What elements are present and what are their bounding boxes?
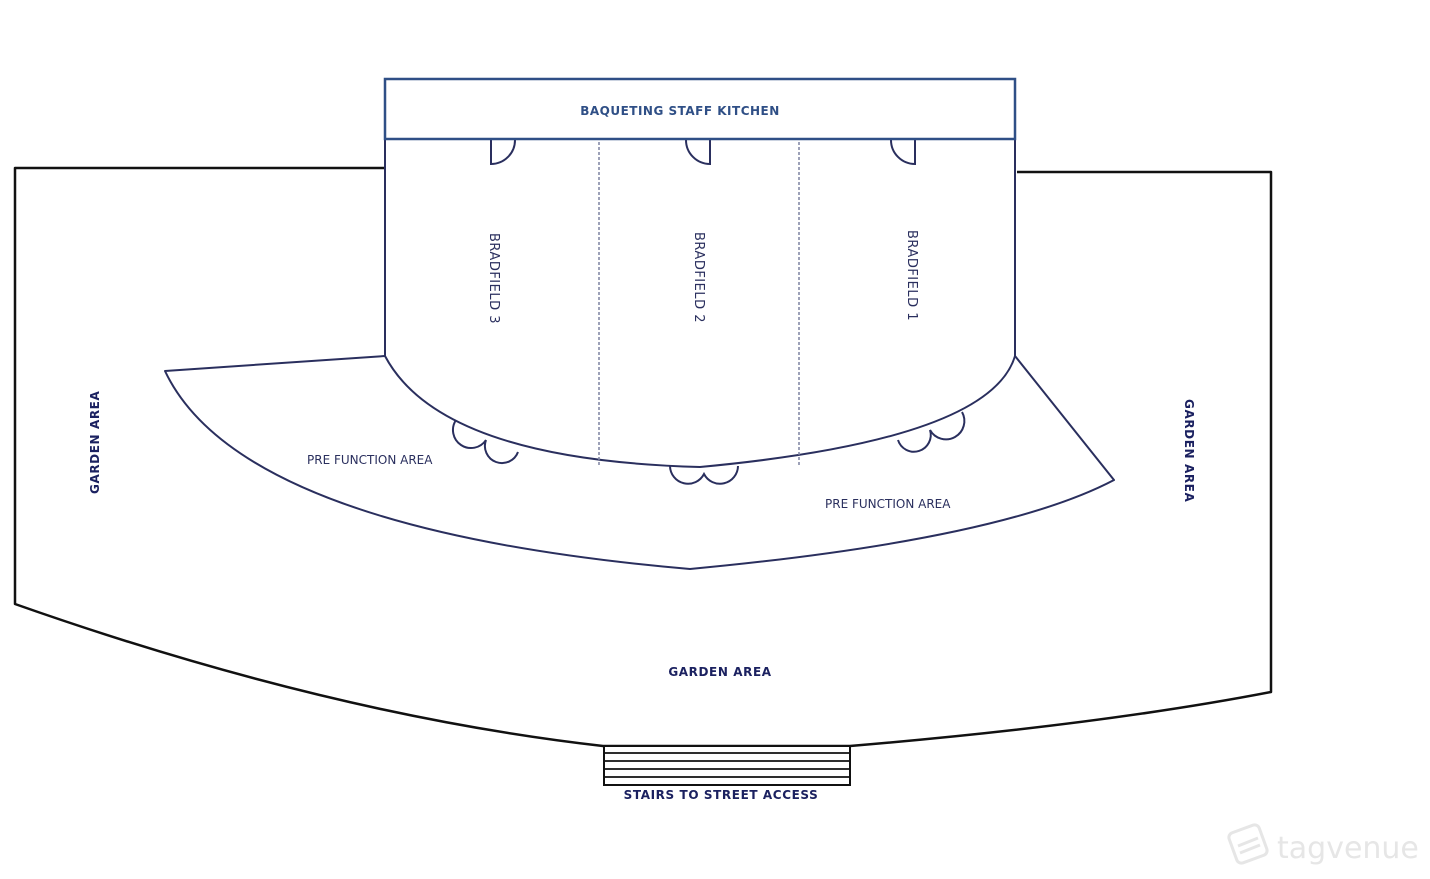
- garden-label-bottom: GARDEN AREA: [668, 665, 771, 679]
- garden-label-left: GARDEN AREA: [88, 391, 102, 494]
- room-2-label: BRADFIELD 2: [691, 232, 706, 323]
- stairs: [603, 745, 851, 786]
- pre-function-doors: [451, 411, 966, 485]
- bradfield-rooms-outline: [384, 138, 1016, 468]
- pre-function-area-outline: [164, 355, 1115, 570]
- kitchen-doors: [490, 139, 916, 166]
- stairs-label: STAIRS TO STREET ACCESS: [624, 788, 819, 802]
- pre-function-label-right: PRE FUNCTION AREA: [825, 497, 951, 511]
- room-1-label: BRADFIELD 1: [904, 230, 919, 321]
- tagvenue-logo-icon: [1227, 823, 1269, 865]
- watermark-text: tagvenue: [1277, 831, 1419, 866]
- garden-label-right: GARDEN AREA: [1182, 399, 1196, 502]
- garden-boundary: [13, 166, 1273, 748]
- kitchen-label: BAQUETING STAFF KITCHEN: [580, 104, 780, 118]
- room-3-label: BRADFIELD 3: [486, 233, 501, 324]
- pre-function-label-left: PRE FUNCTION AREA: [307, 453, 433, 467]
- kitchen-block: [383, 77, 1017, 141]
